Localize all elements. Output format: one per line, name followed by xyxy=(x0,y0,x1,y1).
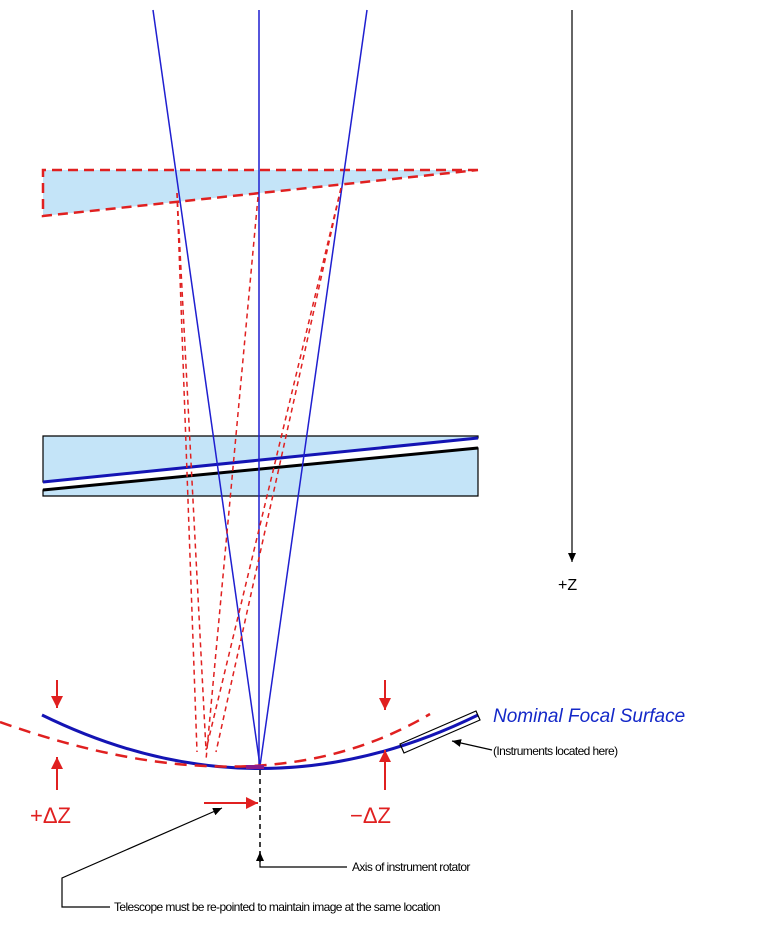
shifted-ray-left-outer xyxy=(176,192,198,753)
instruments-callout: (Instruments located here) xyxy=(451,739,619,758)
shifted-ray-right-outer xyxy=(215,187,342,753)
shifted-ray-right xyxy=(205,187,342,751)
nominal-focal-surface-label: Nominal Focal Surface xyxy=(493,706,685,727)
focal-surfaces xyxy=(0,712,479,770)
nominal-rays xyxy=(152,9,368,767)
delta-z-right: −ΔZ xyxy=(350,680,391,828)
instrument-rect xyxy=(399,710,481,754)
nominal-ray-right xyxy=(259,9,368,767)
shifted-focal-surface xyxy=(0,712,431,768)
nominal-ray-left xyxy=(152,9,261,767)
shifted-ray-left xyxy=(176,192,207,751)
delta-z-left: +ΔZ xyxy=(30,680,71,828)
upper-wedge xyxy=(41,168,479,218)
minus-delta-z-label: −ΔZ xyxy=(350,803,391,828)
repoint-note: Telescope must be re-pointed to maintain… xyxy=(114,900,440,914)
upper-wedge-dashed-outline xyxy=(41,168,479,218)
instrument-box xyxy=(399,710,481,754)
focal-center-marker xyxy=(246,765,264,769)
rotator-axis-label: Axis of instrument rotator xyxy=(352,860,470,874)
lower-wedge-plates xyxy=(42,435,479,497)
repoint-leader xyxy=(61,807,223,908)
shifted-ray-center xyxy=(205,196,259,761)
repoint-callout: Telescope must be re-pointed to maintain… xyxy=(61,807,441,914)
rotator-axis: Axis of instrument rotator xyxy=(256,770,471,874)
instruments-label: (Instruments located here) xyxy=(493,744,618,758)
z-axis: +Z xyxy=(558,10,577,594)
shifted-rays xyxy=(176,187,342,761)
instruments-leader xyxy=(451,739,493,751)
plus-delta-z-label: +ΔZ xyxy=(30,803,71,828)
wedge-interface-black xyxy=(42,446,479,492)
z-axis-label: +Z xyxy=(558,577,577,594)
rotator-axis-leader xyxy=(256,852,347,868)
wedge-interface-blue xyxy=(42,436,479,484)
